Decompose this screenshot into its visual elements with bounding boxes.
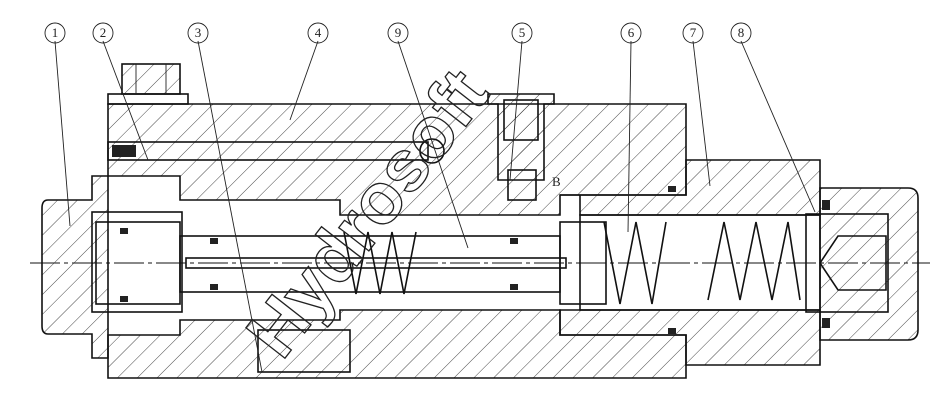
- leader-lines: [54, 40, 816, 373]
- callout-1: 1: [44, 22, 66, 44]
- svg-text:2: 2: [100, 25, 107, 40]
- spring-right-part6: [707, 221, 801, 301]
- spring-left-part6: [603, 221, 667, 305]
- end-nut: [805, 187, 919, 341]
- svg-text:3: 3: [195, 25, 202, 40]
- callout-3: 3: [187, 22, 209, 44]
- top-fitting: [487, 93, 555, 201]
- callout-8: 8: [730, 22, 752, 44]
- callout-6: 6: [620, 22, 642, 44]
- callout-7: 7: [682, 22, 704, 44]
- bolt-plug: [107, 63, 189, 105]
- end-cap: [41, 175, 109, 359]
- o-rings: [120, 186, 830, 334]
- inner-spring: [343, 231, 417, 295]
- svg-text:8: 8: [738, 25, 745, 40]
- svg-text:5: 5: [519, 25, 526, 40]
- svg-text:9: 9: [395, 25, 402, 40]
- callout-9: 9: [387, 22, 409, 44]
- callout-5: 5: [511, 22, 533, 44]
- svg-text:7: 7: [690, 25, 697, 40]
- callout-2: 2: [92, 22, 114, 44]
- svg-text:6: 6: [628, 25, 635, 40]
- svg-text:4: 4: [315, 25, 322, 40]
- spool: [95, 221, 607, 305]
- callout-4: 4: [307, 22, 329, 44]
- port-letter-b: B: [552, 174, 561, 189]
- svg-text:1: 1: [52, 25, 59, 40]
- drill-passage: [107, 138, 445, 164]
